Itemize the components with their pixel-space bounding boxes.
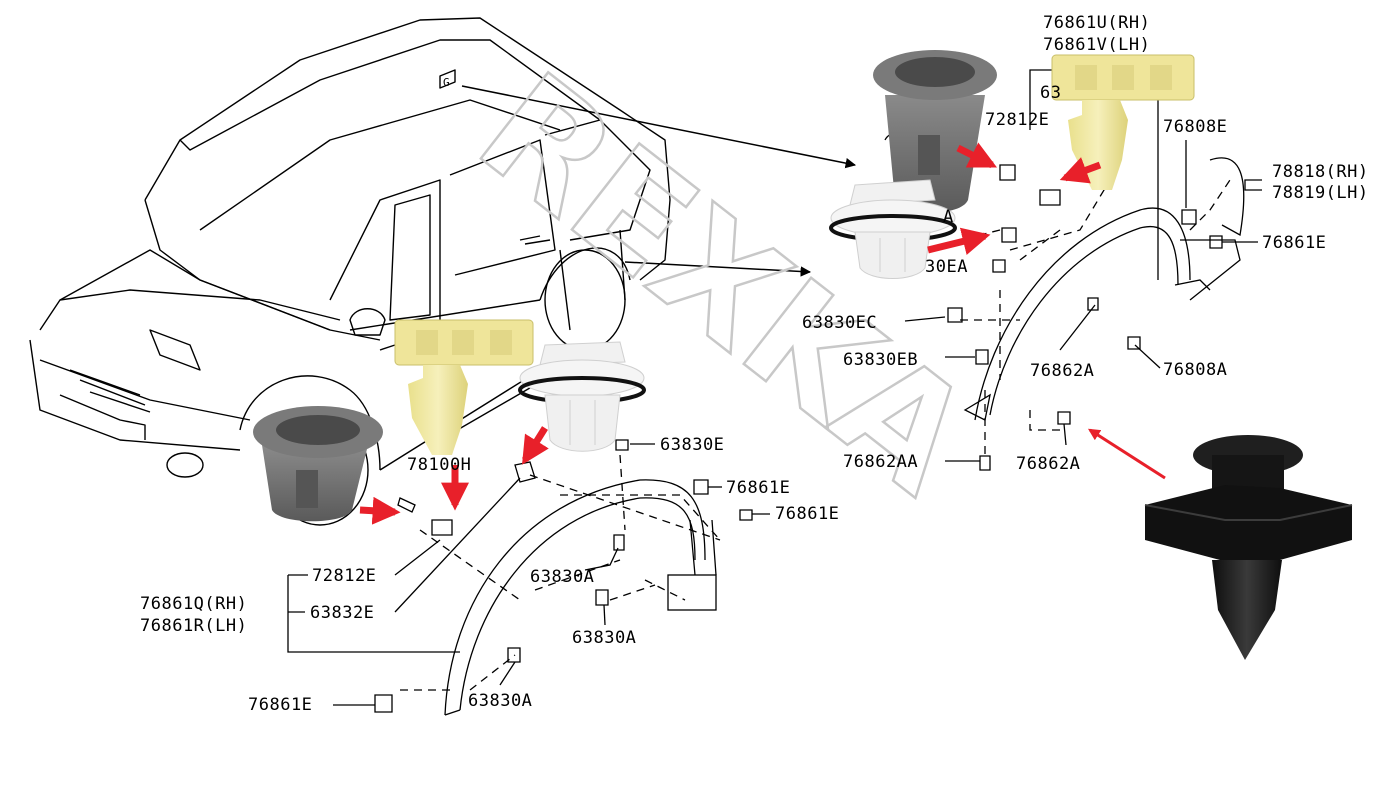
part-label: 76861E: [775, 504, 839, 524]
leader-arrow-lower: [624, 261, 812, 277]
front-flare-assembly: [374, 439, 753, 716]
part-label: 76808A: [1163, 360, 1227, 380]
part-label: 76862A: [1030, 361, 1094, 381]
part-label: 76862AA: [843, 452, 918, 472]
leader-arrow-upper: [461, 85, 857, 169]
red-arrow: [1059, 157, 1102, 184]
part-label: 78819(LH): [1272, 183, 1369, 203]
callout-marker: G: [443, 76, 450, 89]
part-label: 72812E: [985, 110, 1049, 130]
part-label: 76862A: [1016, 454, 1080, 474]
part-label: 78818(RH): [1272, 162, 1369, 182]
red-arrow: [522, 426, 549, 465]
red-arrow: [1087, 428, 1166, 480]
part-label: 72812E: [312, 566, 376, 586]
part-label: 76861E: [726, 478, 790, 498]
part-label: 63830E: [660, 435, 724, 455]
leader-lines-left: [287, 443, 770, 706]
push-clip-photo: [518, 341, 646, 452]
part-label: 78100H: [407, 455, 471, 475]
part-label: A: [943, 207, 954, 227]
part-label: 76861V(LH): [1043, 35, 1150, 55]
part-label: 63: [1040, 83, 1061, 103]
leader-lines-right: [904, 140, 1262, 462]
part-label: 63830A: [468, 691, 532, 711]
part-label: 63830EB: [843, 350, 918, 370]
part-label: 63832E: [310, 603, 374, 623]
red-arrow: [359, 496, 401, 525]
part-label: 76861E: [1262, 233, 1326, 253]
red-arrow: [927, 227, 991, 255]
push-clip-photo: [829, 179, 957, 279]
part-label: 76861R(LH): [140, 616, 247, 636]
red-arrow: [956, 142, 998, 169]
part-label: 30EA: [925, 257, 968, 277]
part-labels: 76861U(RH) 76861V(LH) 63 72812E 76808E 7…: [140, 13, 1369, 715]
part-label: 76861U(RH): [1043, 13, 1150, 33]
part-label: 63830EC: [802, 313, 877, 333]
grommet-photo: [253, 406, 383, 522]
push-rivet-photo: [1144, 435, 1353, 660]
highlight-arrows: [359, 142, 1166, 525]
part-label: 63830A: [530, 567, 594, 587]
retainer-clip-photo: [394, 319, 534, 455]
vehicle-drawing: [29, 17, 671, 526]
part-label: 76808E: [1163, 117, 1227, 137]
rear-flare-assembly: [884, 69, 1245, 471]
part-label: 76861Q(RH): [140, 594, 247, 614]
part-label: 76861E: [248, 695, 312, 715]
part-label: 63830A: [572, 628, 636, 648]
